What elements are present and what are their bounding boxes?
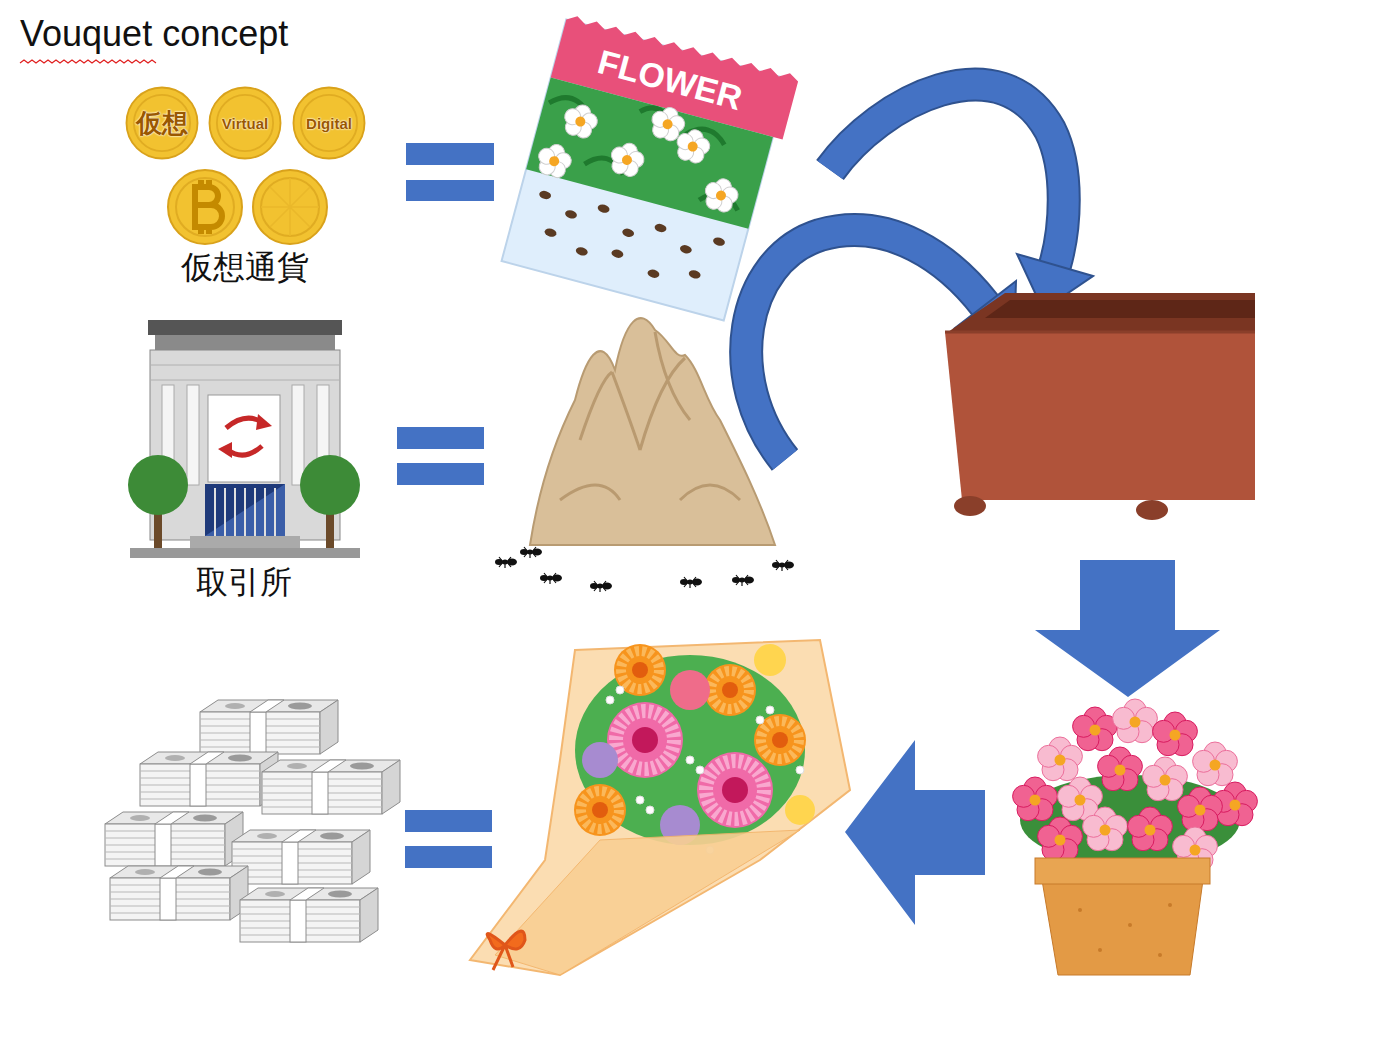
bitcoin-coin — [168, 170, 242, 244]
coin-label: Virtual — [222, 115, 268, 132]
icon-caption: 仮想通貨 — [181, 248, 309, 286]
coin-ring — [134, 95, 190, 151]
coin-label: Digital — [306, 115, 352, 132]
coin-node: 仮想 — [125, 86, 199, 160]
block-arrow — [1035, 560, 1220, 697]
spellcheck-underline — [20, 60, 156, 63]
ant-hill — [495, 318, 794, 592]
coin-face — [209, 87, 280, 158]
coin-face — [293, 87, 364, 158]
planter-box — [945, 293, 1255, 520]
exchange-building — [128, 320, 360, 558]
block-arrow — [845, 740, 985, 925]
coin-label: 仮想 — [136, 106, 188, 141]
money-stack — [105, 700, 400, 942]
icon-caption: 取引所 — [196, 563, 292, 601]
coin-ring — [217, 95, 273, 151]
coin-node: Virtual — [208, 86, 282, 160]
equals-sign — [397, 143, 494, 868]
coin-node: Digital — [292, 86, 366, 160]
flower-pot — [1013, 699, 1258, 975]
diagram-title: Vouquet concept — [20, 14, 288, 54]
blank-coin — [253, 170, 327, 244]
coin-ring — [301, 95, 357, 151]
bouquet — [470, 640, 850, 975]
coin-face — [126, 87, 197, 158]
